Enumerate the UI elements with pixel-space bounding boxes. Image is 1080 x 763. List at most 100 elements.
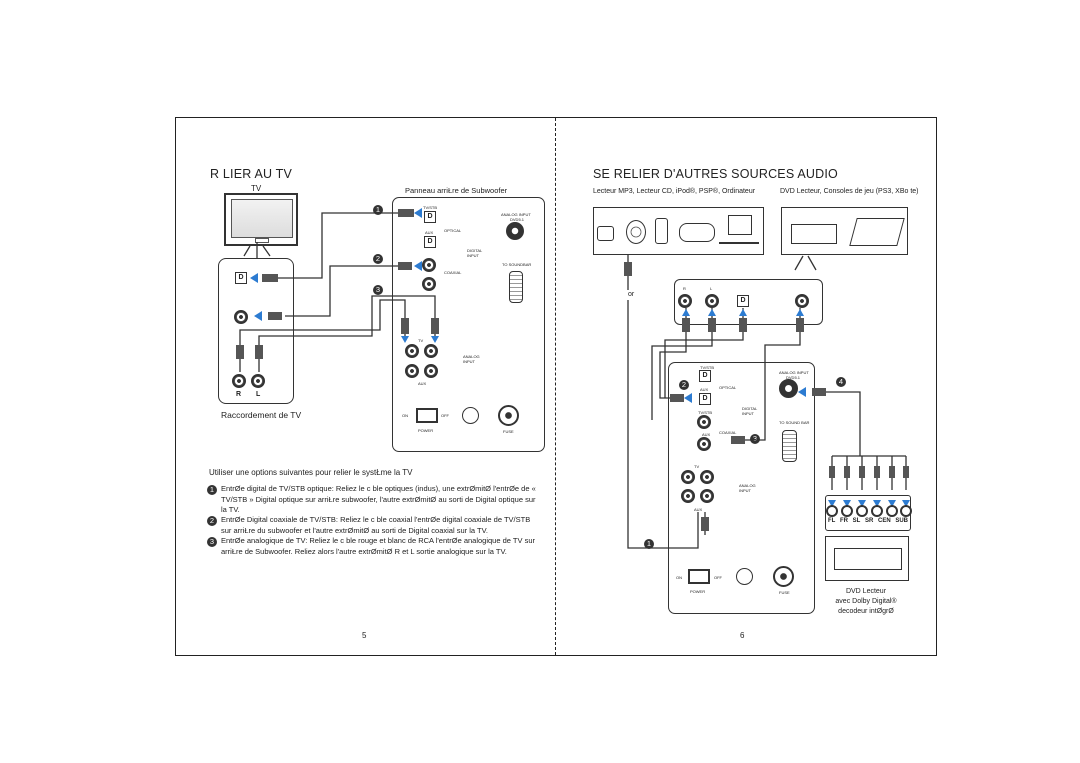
r-sub-coaxial-jack <box>697 415 711 429</box>
sub-dvd51-jack <box>506 222 524 240</box>
step-3-text: EntrØe analogique de TV: Reliez le c ble… <box>221 536 535 556</box>
r-sub-dvd-label: DVD5.1 <box>786 375 801 380</box>
sub-optical-jack: D <box>424 211 436 223</box>
cd-player-icon <box>626 220 646 244</box>
source-l-jack <box>705 294 719 308</box>
page-frame <box>175 117 937 656</box>
r-sub-fuse-icon <box>773 566 794 587</box>
r-sub-optical-jack: D <box>699 370 711 382</box>
tv-connections-caption: Raccordement de TV <box>221 410 302 420</box>
r-sub-power-switch[interactable] <box>688 569 710 584</box>
sub-tv-label: TV <box>418 338 424 343</box>
source-r-label: R <box>683 286 686 291</box>
r-sub-aux-l-jack <box>700 489 714 503</box>
r-sub-power-label: POWER <box>690 589 706 594</box>
channel-fr: FR <box>840 518 848 524</box>
r-sub-off-label: OFF <box>714 575 722 580</box>
r-sub-dvd51-jack <box>779 379 798 398</box>
computer-base-icon <box>719 242 759 244</box>
sub-coaxial-jack <box>422 258 436 272</box>
tv-r-jack <box>232 374 246 388</box>
source-optical-jack: D <box>737 295 749 307</box>
r-sub-vga-port <box>782 430 797 462</box>
r-sub-aux-coaxial-jack <box>697 437 711 451</box>
channel-labels: FL FR SL SR CEN SUB <box>828 518 908 524</box>
sources-label: Lecteur MP3, Lecteur CD, iPod®, PSP®, Or… <box>593 188 756 195</box>
page-divider <box>555 118 556 655</box>
left-page-number: 5 <box>362 631 367 640</box>
coaxial-cable-left <box>285 265 398 317</box>
step-2-text: EntrØe Digital coaxiale de TV/STB: Relie… <box>221 515 531 535</box>
mp3-player-icon <box>597 226 614 241</box>
sub-aux-optical-jack: D <box>424 236 436 248</box>
r-sub-aux2-label: AUX <box>702 432 711 437</box>
r-sub-analog-input2-label: ANALOG INPUT <box>739 483 756 493</box>
tv-icon <box>224 193 298 246</box>
marker-2-right: 2 <box>679 380 689 390</box>
ipod-icon <box>655 218 668 244</box>
tv-l-jack <box>251 374 265 388</box>
sub-fuse-label: FUSE <box>503 429 514 434</box>
sub-power-switch[interactable] <box>416 408 438 423</box>
dvd-sources-label: DVD Lecteur, Consoles de jeu (PS3, XBo t… <box>780 188 919 195</box>
step-1-num: 1 <box>207 485 217 495</box>
sub-vga-port <box>509 271 523 303</box>
source-outputs-panel <box>674 279 823 325</box>
r-sub-tvstb2-label: TV/STB <box>698 410 713 415</box>
sub-on-label: ON <box>402 413 408 418</box>
dvd-sources-box <box>781 207 908 255</box>
sub-power-label: POWER <box>418 428 434 433</box>
marker-1-right: 1 <box>644 539 654 549</box>
sub-coaxial-label: COAXIAL <box>444 270 462 275</box>
sub-aux-coaxial-jack <box>422 277 436 291</box>
sub-aux-label: AUX <box>425 230 434 235</box>
step-3-num: 3 <box>207 537 217 547</box>
step-1-text: EntrØe digital de TV/STB optique: Reliez… <box>221 484 536 514</box>
channel-fl: FL <box>828 518 836 524</box>
channel-cen: CEN <box>877 518 891 524</box>
dvd-decoder-box <box>825 536 909 581</box>
r-sub-optical-label: OPTICAL <box>719 385 737 390</box>
sub-fuse-icon <box>498 405 519 426</box>
sub-optical-label: OPTICAL <box>444 228 462 233</box>
dvd-caption-line-3: decodeur intØgrØ <box>838 608 894 615</box>
r-sub-fuse-ring <box>736 568 753 585</box>
channel-sr: SR <box>864 518 874 524</box>
channel-sub: SUB <box>895 518 908 524</box>
optical-cable-left <box>270 212 398 279</box>
r-sub-coaxial-label: COAXIAL <box>719 430 737 435</box>
r-sub-to-soundbar-label: TO SOUND BAR <box>779 420 810 425</box>
r-sub-tvstb-label: TV/STB <box>700 365 715 370</box>
source-l-label: L <box>710 286 713 291</box>
sub-aux2-label: AUX <box>418 381 427 386</box>
sub-tv-l-jack <box>424 344 438 358</box>
sub-aux-r-jack <box>405 364 419 378</box>
dvd-caption-line-2: avec Dolby Digital® <box>835 598 897 605</box>
tv-r-label: R <box>236 391 242 398</box>
source-coaxial-jack <box>795 294 809 308</box>
r-sub-analog-input-label: ANALOG INPUT <box>779 370 809 375</box>
computer-icon <box>728 215 752 235</box>
r-sub-on-label: ON <box>676 575 682 580</box>
dvd-decoder-icon <box>834 548 902 570</box>
panel-label: Panneau arriŁre de Subwoofer <box>405 186 508 195</box>
subwoofer-panel-right <box>668 362 815 614</box>
r-sub-tv-l-jack <box>700 470 714 484</box>
tv-l-label: L <box>256 391 261 398</box>
subwoofer-panel-left <box>392 197 545 452</box>
sub-digital-input-label: DIGITAL INPUT <box>467 248 483 258</box>
marker-3-right: 3 <box>750 434 760 444</box>
r-sub-digital-input-label: DIGITAL INPUT <box>742 406 758 416</box>
marker-2-left: 2 <box>373 254 383 264</box>
sub-to-soundbar-label: TO SOUNDBAR <box>502 262 532 267</box>
sub-tvstb-label: TV/STB <box>423 205 438 210</box>
channel-sl: SL <box>852 518 861 524</box>
dvd-caption-line-1: DVD Lecteur <box>845 588 887 595</box>
sub-analog-input2-label: ANALOG INPUT <box>463 354 480 364</box>
dvd-player-icon <box>791 224 837 244</box>
r-sub-aux3-label: AUX <box>694 507 703 512</box>
marker-1-left: 1 <box>373 205 383 215</box>
sub-analog-input-label: ANALOG INPUT <box>501 212 531 217</box>
tv-back-panel <box>218 258 294 404</box>
audio-sources-box <box>593 207 764 255</box>
